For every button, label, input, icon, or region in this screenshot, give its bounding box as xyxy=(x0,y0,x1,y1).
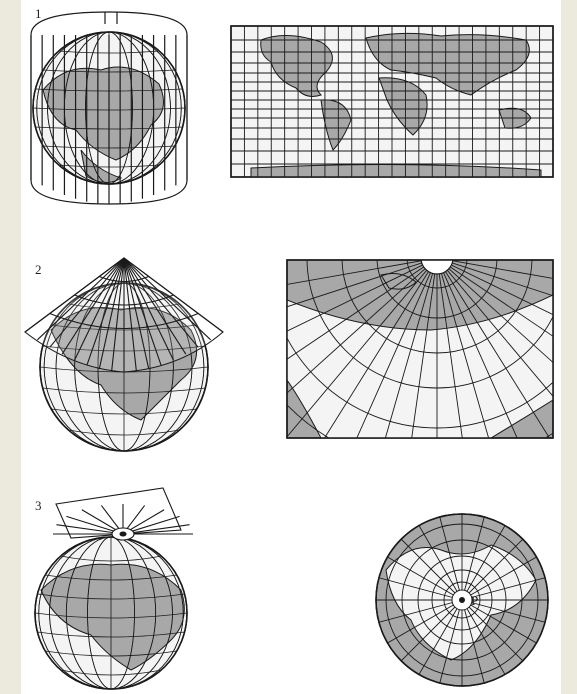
row-3-number: 3 xyxy=(35,498,42,513)
row-1-number: 1 xyxy=(35,6,42,21)
figure-panel: 1 2 3 xyxy=(21,0,561,694)
map-conic-projection xyxy=(286,259,554,439)
cone-surface xyxy=(24,257,224,373)
row-2-number: 2 xyxy=(35,262,42,277)
map-azimuthal-projection: P xyxy=(375,513,549,687)
pole-label: P xyxy=(471,593,478,608)
cylinder-surface xyxy=(30,11,188,205)
globe-azimuthal xyxy=(34,536,188,690)
map-cylindrical-projection xyxy=(230,25,554,178)
tangent-plane xyxy=(53,487,193,541)
projection-illustrations: P xyxy=(24,11,554,690)
